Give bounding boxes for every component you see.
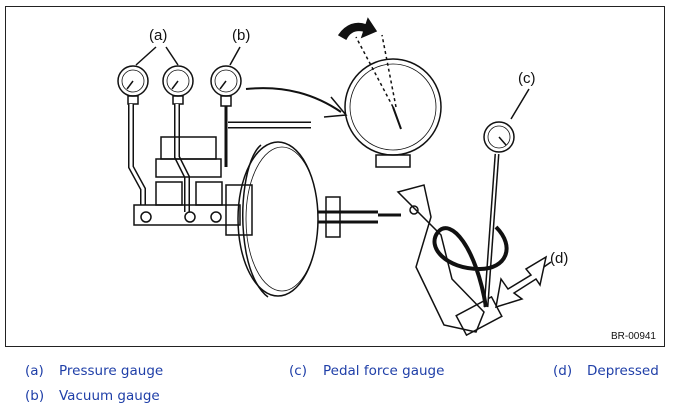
legend-item-d: (d) Depressed (553, 363, 659, 379)
callout-c: (c) (518, 70, 536, 87)
large-gauge (245, 34, 442, 168)
callout-b: (b) (232, 27, 250, 44)
legend-code: (a) (25, 363, 44, 379)
legend-code: (c) (289, 363, 307, 379)
brake-pedal (378, 184, 503, 337)
figure-code: BR-00941 (610, 331, 656, 342)
leader-c (510, 88, 530, 120)
legend-label: Vacuum gauge (59, 388, 160, 404)
pedal-force-gauge (432, 121, 515, 308)
needle-swing-arrow (337, 17, 378, 41)
legend-label: Depressed (587, 363, 659, 379)
vacuum-gauge (210, 65, 242, 107)
leader-a-left (135, 46, 157, 66)
legend-item-c: (c) Pedal force gauge (289, 363, 444, 379)
leader-a-right (165, 46, 179, 66)
legend-item-a: (a) Pressure gauge (25, 363, 163, 379)
leader-b (229, 46, 241, 66)
legend-code: (d) (553, 363, 573, 379)
master-cylinder (133, 136, 241, 226)
legend-code: (b) (25, 388, 45, 404)
legend-label: Pedal force gauge (323, 363, 445, 379)
hose-pressure-1 (128, 104, 146, 205)
legend-item-b: (b) Vacuum gauge (25, 388, 160, 404)
legend: (a) Pressure gauge (b) Vacuum gauge (c) Ped… (0, 356, 673, 413)
callout-a: (a) (149, 27, 167, 44)
pressure-gauge-1 (117, 65, 149, 105)
brake-test-diagram: (a) (b) (c) (d) (117, 17, 568, 337)
figure-frame: (a) (b) (c) (d) BR-00941 (5, 6, 665, 347)
depressed-arrow (495, 255, 548, 309)
brake-booster (225, 141, 378, 298)
callout-d: (d) (550, 250, 568, 267)
pressure-gauge-2 (162, 65, 194, 105)
legend-label: Pressure gauge (59, 363, 164, 379)
